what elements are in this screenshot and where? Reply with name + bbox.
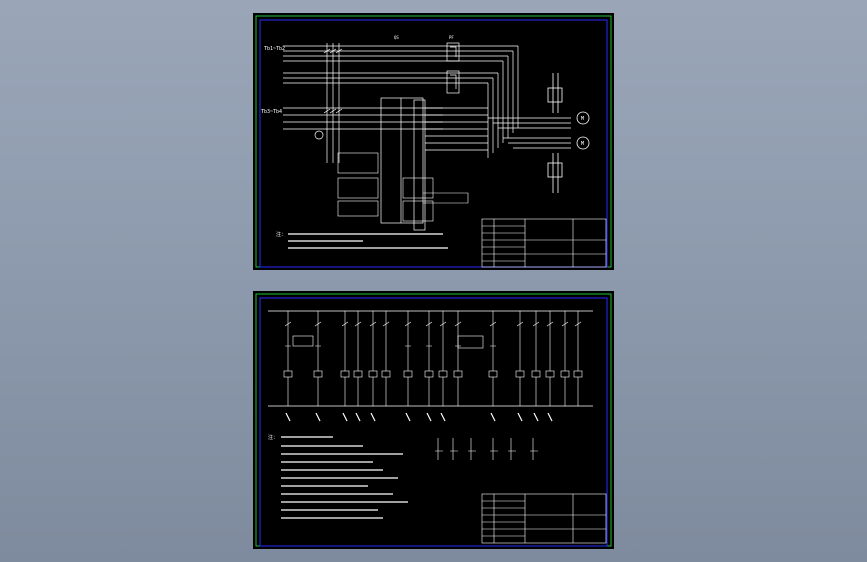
ladder-rungs <box>287 311 579 406</box>
outer-border <box>255 293 612 547</box>
control-circuit-diagram: 注： <box>255 293 612 547</box>
relay-coils <box>283 370 583 378</box>
drawing-sheet-control-circuit: 注： <box>253 291 614 549</box>
qs-label: QS <box>394 35 399 40</box>
input-switchgear <box>283 43 443 163</box>
drawing-sheet-main-circuit: Tb1~Tb2 Tb3~Tb4 PF QS <box>253 13 614 270</box>
motor-2-label: M <box>581 141 584 147</box>
motor-symbols <box>547 73 590 193</box>
indicator-lamps <box>435 438 538 460</box>
terminal-markers <box>285 412 553 422</box>
notes-text-lines <box>281 436 408 519</box>
output-contactors <box>425 107 571 151</box>
inner-border <box>259 19 608 268</box>
notes-header: 注： <box>268 434 278 441</box>
top-busbars <box>283 42 519 158</box>
drive-unit <box>380 97 426 231</box>
power-rails <box>268 310 593 407</box>
control-terminals <box>337 152 469 222</box>
notes-header: 注： <box>276 231 286 238</box>
feeder-label-bottom: Tb3~Tb4 <box>261 109 282 115</box>
main-circuit-diagram: Tb1~Tb2 Tb3~Tb4 PF QS <box>255 15 612 268</box>
pf-label: PF <box>449 35 454 40</box>
title-block <box>481 493 607 544</box>
motor-1-label: M <box>581 116 584 122</box>
inner-border <box>259 297 608 547</box>
outer-border <box>255 15 612 268</box>
title-block <box>481 218 607 268</box>
feeder-label-top: Tb1~Tb2 <box>264 46 285 52</box>
notes-text-lines <box>288 233 448 249</box>
relay-contacts <box>284 321 582 349</box>
